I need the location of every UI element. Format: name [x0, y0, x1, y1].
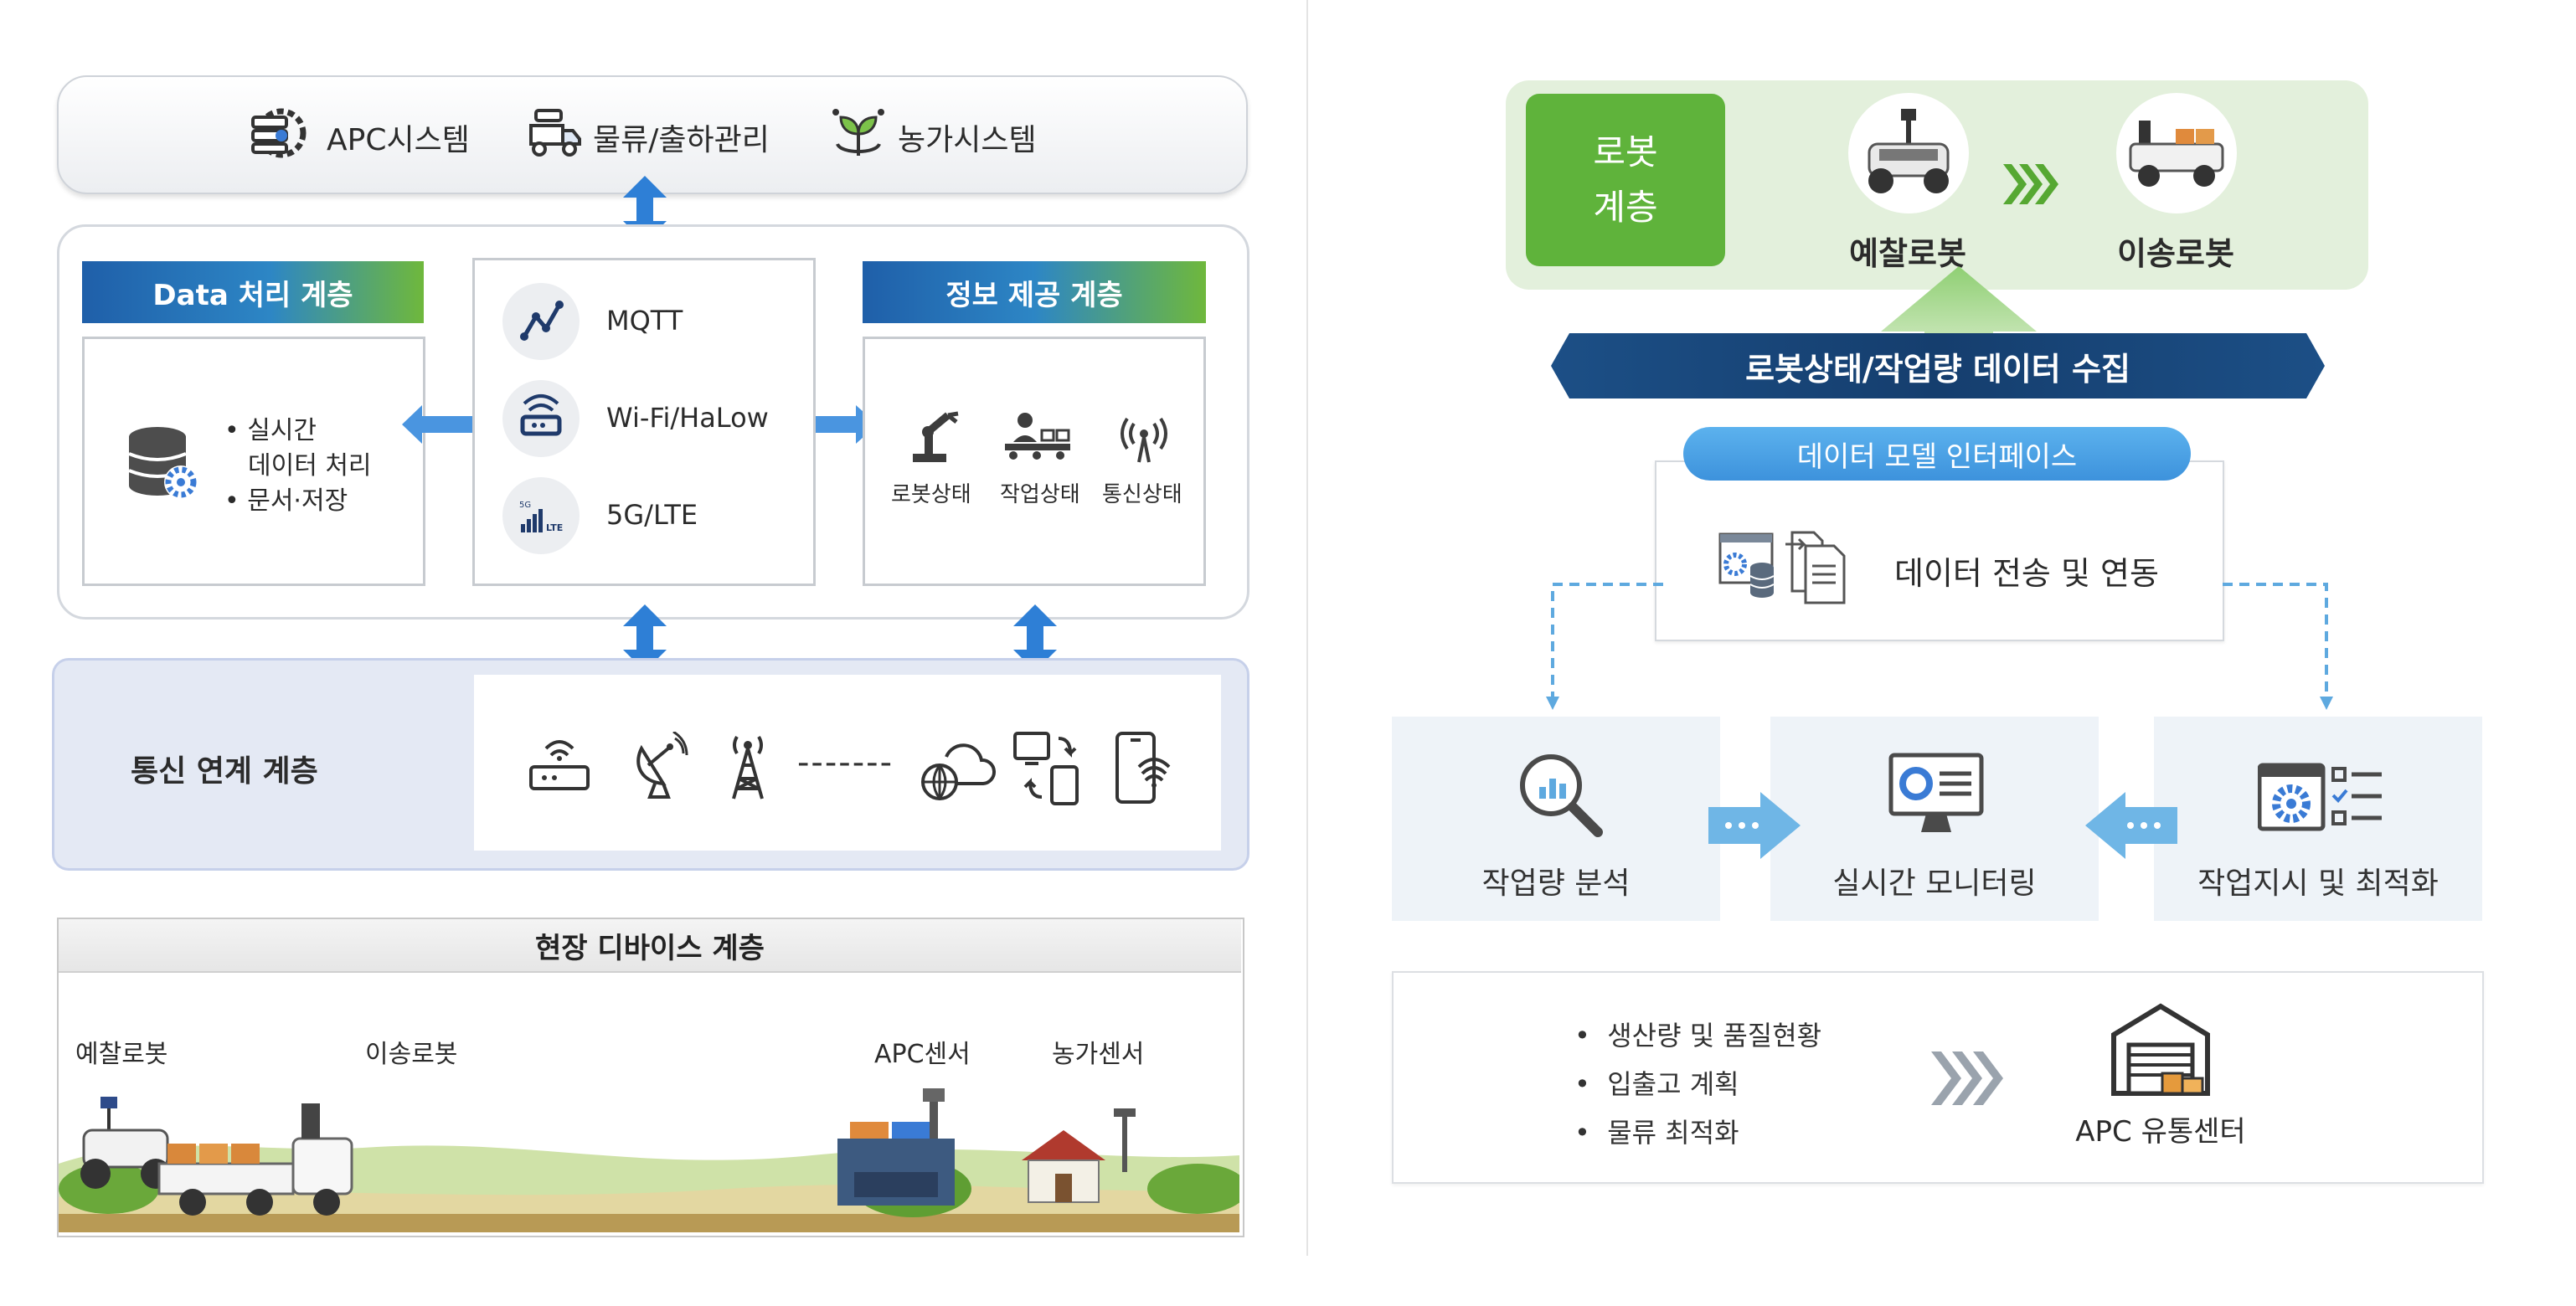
- truck-icon: [524, 105, 583, 161]
- summary-box: [1392, 971, 2484, 1184]
- info-item-label: 작업상태: [1000, 482, 1080, 507]
- service-label-text: 실시간 모니터링: [1832, 866, 2037, 901]
- service-label: 작업지시 및 최적화: [2154, 859, 2482, 902]
- device-label: APC센서: [874, 1040, 971, 1069]
- database-gear-icon: [126, 425, 201, 502]
- data-model-interface-pill: 데이터 모델 인터페이스: [1683, 427, 2191, 481]
- bullet-text: 실시간: [247, 416, 317, 445]
- antenna-signal-icon: [1119, 414, 1169, 464]
- device-sync-icon: [1012, 730, 1082, 805]
- info-item-label: 로봇상태: [891, 482, 971, 507]
- robot-name: 이송로봇: [2117, 235, 2234, 272]
- summary-bullets: • 생산량 및 품질현황 • 입출고 계획 • 물류 최적화: [1574, 1011, 1821, 1157]
- data-transfer-label: 데이터 전송 및 연동: [1894, 555, 2159, 592]
- data-collection-banner: [1551, 333, 2325, 398]
- data-collection-banner-text: 로봇상태/작업량 데이터 수집: [1745, 351, 2130, 388]
- triple-chevron-icon: [2003, 164, 2058, 204]
- top-system-label: 물류/출하관리: [593, 123, 770, 157]
- dashed-connector-right: [2223, 578, 2340, 712]
- dashed-connector-left: [1546, 578, 1663, 712]
- comm-layer-title: 통신 연계 계층: [131, 754, 318, 789]
- comm-device-strip: [474, 675, 1221, 851]
- farmhouse-illustration: [1022, 1108, 1136, 1203]
- info-layer-header: 정보 제공 계층: [863, 261, 1206, 323]
- dotted-right-arrow-icon: [1708, 792, 1801, 859]
- robot-layer-label-line: 로봇: [1593, 131, 1658, 172]
- bullet-dot: •: [224, 486, 248, 516]
- up-arrow-icon: [1881, 266, 2037, 350]
- protocol-label: MQTT: [606, 305, 683, 337]
- protocol-label: 5G/LTE: [606, 499, 698, 531]
- service-label: 작업량 분석: [1392, 859, 1720, 902]
- monitor-dashboard-icon: [1888, 752, 1985, 839]
- protocol-label: Wi-Fi/HaLow: [606, 402, 769, 434]
- robot-layer-label: 로봇 계층: [1526, 94, 1725, 266]
- worker-conveyor-icon: [1002, 409, 1074, 464]
- router-icon: [528, 737, 591, 795]
- bullet-text: 데이터 처리: [248, 451, 372, 481]
- bidirectional-arrow-icon: [402, 404, 494, 445]
- right-arrow-icon: [801, 404, 878, 445]
- apc-facility-illustration: [837, 1088, 955, 1206]
- device-label: 예찰로봇: [75, 1040, 168, 1069]
- service-label-text: 작업지시 및 최적화: [2197, 866, 2439, 901]
- service-label: 실시간 모니터링: [1770, 859, 2099, 902]
- svg-text:LTE: LTE: [546, 522, 563, 533]
- device-label: 농가센서: [1052, 1040, 1145, 1069]
- summary-bullet-text: 생산량 및 품질현황: [1607, 1020, 1822, 1051]
- robot-arm-icon: [904, 409, 963, 464]
- service-label-text: 작업량 분석: [1481, 866, 1631, 901]
- summary-bullet-text: 입출고 계획: [1607, 1068, 1739, 1100]
- dotted-left-arrow-icon: [2085, 792, 2177, 859]
- cell-tower-icon: [722, 730, 774, 800]
- farm-landscape-illustration: [59, 1080, 1239, 1232]
- robot-layer-label-line: 계층: [1593, 187, 1658, 228]
- settings-checklist-icon: [2258, 757, 2383, 837]
- plant-icon: [829, 105, 888, 161]
- summary-bullet-text: 물류 최적화: [1607, 1117, 1739, 1149]
- double-arrow-icon: [1012, 604, 1059, 671]
- data-layer-header: Data 처리 계층: [82, 261, 424, 323]
- triple-chevron-icon: [1931, 1051, 2003, 1105]
- top-system-label: APC시스템: [327, 123, 470, 157]
- robot-name: 예찰로봇: [1849, 235, 1966, 272]
- bullet-dot: •: [224, 416, 248, 445]
- bullet-dot: •: [1574, 1068, 1608, 1100]
- network-graph-icon: [501, 281, 581, 362]
- dashed-connector: -------: [797, 743, 894, 782]
- magnifier-chart-icon: [1514, 748, 1606, 841]
- cloud-globe-icon: [918, 738, 998, 802]
- apc-center-label: APC 유통센터: [2075, 1115, 2246, 1149]
- workload-analysis-card: [1392, 717, 1720, 921]
- mobile-wifi-icon: [1112, 730, 1171, 805]
- cellular-signal-icon: 5G LTE: [501, 476, 581, 556]
- bullet-dot: •: [1574, 1117, 1608, 1149]
- info-item-label: 통신상태: [1102, 482, 1182, 507]
- bullet-text: 문서·저장: [247, 486, 348, 516]
- data-transfer-icon: [1718, 524, 1852, 604]
- scout-robot-icon: [1846, 90, 1971, 216]
- router-icon: [501, 378, 581, 459]
- gear-server-icon: [248, 105, 312, 161]
- data-layer-bullets: • 실시간 데이터 처리 • 문서·저장: [224, 414, 372, 519]
- satellite-dish-icon: [630, 732, 690, 799]
- transport-robot-illustration: [157, 1103, 353, 1216]
- top-system-label: 농가시스템: [898, 123, 1037, 157]
- double-arrow-icon: [621, 604, 668, 671]
- svg-text:5G: 5G: [519, 501, 531, 510]
- bullet-dot: •: [1574, 1020, 1608, 1051]
- transport-robot-icon: [2114, 90, 2239, 216]
- warehouse-icon: [2109, 1001, 2213, 1098]
- panel-divider: [1306, 0, 1308, 1256]
- field-layer-title: 현장 디바이스 계층: [59, 919, 1241, 973]
- device-label: 이송로봇: [365, 1040, 458, 1069]
